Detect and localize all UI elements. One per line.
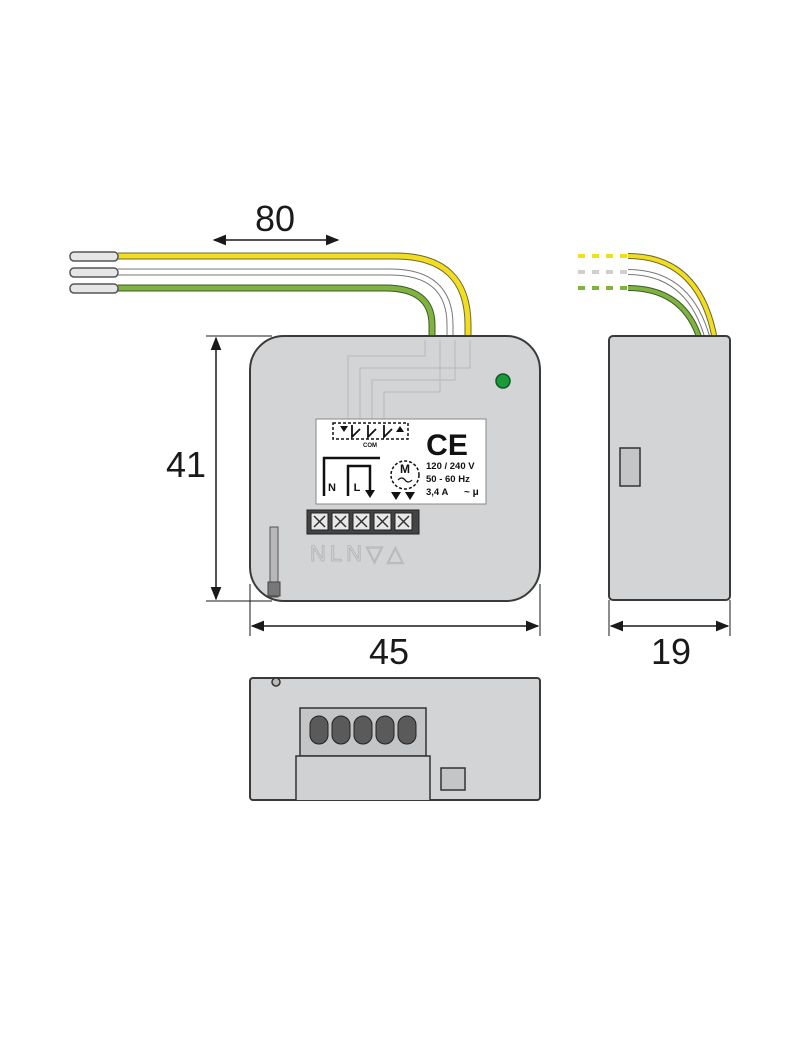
- terminal-socket-icon: [353, 715, 373, 745]
- green-wire: [118, 285, 435, 340]
- ac-symbol-icon: ~ μ: [464, 487, 479, 498]
- ghost-wire-channel: [347, 340, 471, 420]
- line-label: L: [354, 482, 361, 494]
- current-rating: 3,4 A: [426, 487, 448, 498]
- com-label: COM: [363, 443, 377, 449]
- terminal-socket-icon: [375, 715, 395, 745]
- height-value: 41: [166, 444, 206, 485]
- terminal-block: [306, 509, 420, 535]
- depth-value: 19: [651, 631, 691, 672]
- dimension-cable-length: 80: [212, 198, 340, 246]
- cable-length-value: 80: [255, 198, 295, 239]
- cable-bundle: [69, 251, 472, 340]
- side-yellow-wire: [627, 254, 717, 341]
- terminal-markings: NLN▽△: [310, 541, 408, 566]
- dimension-height: 41: [166, 335, 272, 602]
- bottom-view: [249, 677, 541, 801]
- side-clip: [619, 447, 641, 487]
- spec-label: COM CE N L M 120 / 240 V 50 - 60 Hz 3,4 …: [315, 418, 487, 505]
- motor-label: M: [400, 462, 410, 476]
- white-wire: [118, 269, 453, 340]
- ce-mark: CE: [426, 429, 468, 462]
- width-value: 45: [369, 631, 409, 672]
- terminal-socket-icon: [397, 715, 417, 745]
- yellow-wire: [118, 253, 471, 340]
- housing-side: [608, 335, 731, 601]
- terminal-socket-icon: [331, 715, 351, 745]
- motor-icon: [390, 460, 420, 490]
- frequency-rating: 50 - 60 Hz: [426, 474, 470, 485]
- status-led: [495, 373, 511, 389]
- side-view: [578, 253, 731, 601]
- front-view: COM CE N L M 120 / 240 V 50 - 60 Hz 3,4 …: [69, 251, 541, 602]
- bottom-button: [440, 767, 466, 791]
- antenna-wire: [269, 526, 279, 598]
- dimension-depth: 19: [608, 600, 731, 672]
- terminal-socket-icon: [309, 715, 329, 745]
- wire-ferrules: [69, 251, 119, 294]
- side-white-wire: [627, 270, 710, 341]
- neutral-label: N: [328, 482, 336, 494]
- dimension-width: 45: [249, 584, 541, 672]
- voltage-rating: 120 / 240 V: [426, 461, 475, 472]
- side-green-wire: [627, 286, 702, 341]
